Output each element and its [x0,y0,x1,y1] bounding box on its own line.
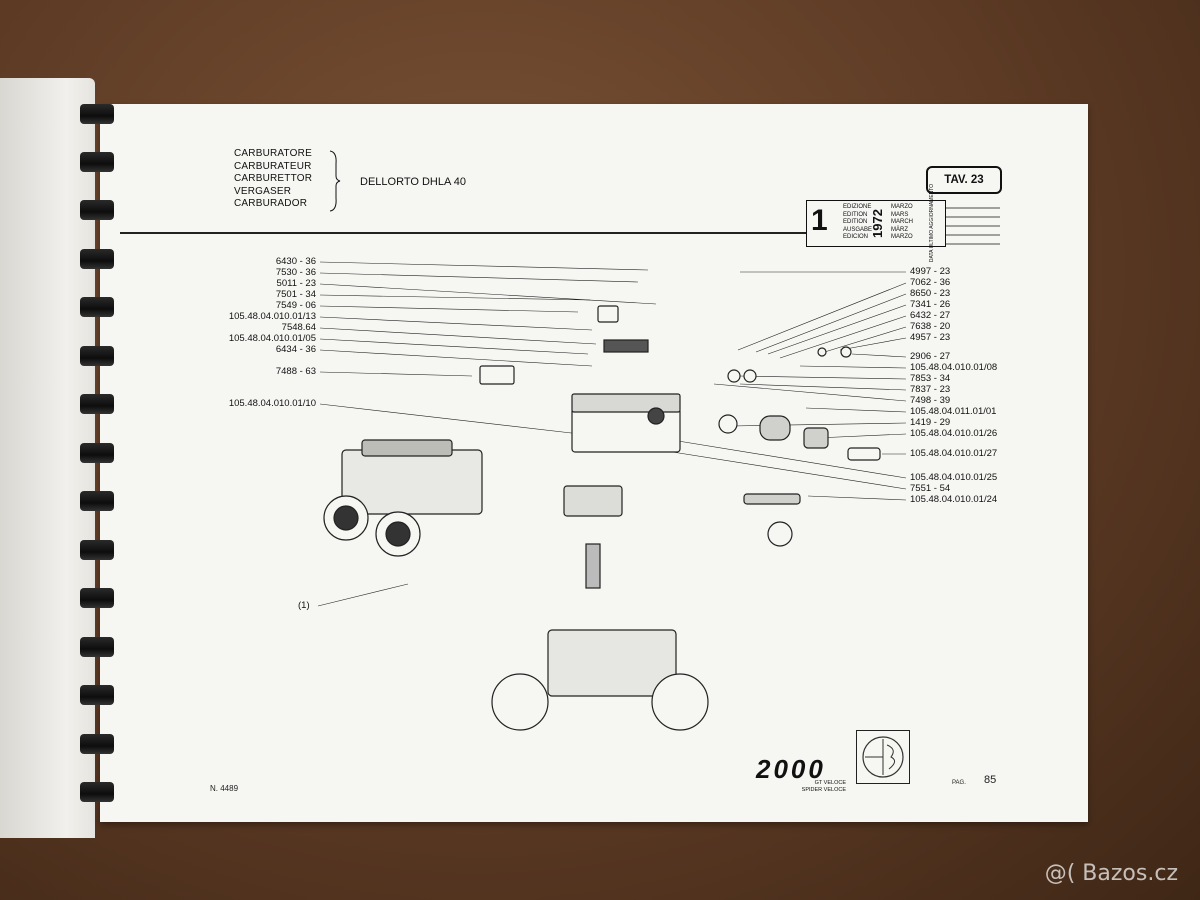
ref-label: (1) [298,600,310,611]
part-label: 7853 - 34 [910,373,951,384]
part-label: 7638 - 20 [910,321,951,332]
name-fr: CARBURATEUR [234,160,312,172]
alfa-romeo-logo-icon [856,730,910,784]
edition-label: AUSGABE [843,226,873,233]
name-es: CARBURADOR [234,198,308,209]
part-label: 105.48.04.010.01/24 [910,494,998,505]
part-label: 7498 - 39 [910,395,951,406]
part-label: 4997 - 23 [910,266,951,277]
model-title: DELLORTO DHLA 40 [360,176,466,188]
variant-spider: SPIDER VELOCE [801,787,846,793]
model-variants: GT VELOCE SPIDER VELOCE [800,780,846,794]
brace-icon [329,150,341,212]
name-de: VERGASER [234,185,292,197]
exploded-diagram [317,261,907,731]
left-page [0,78,95,838]
edition-months: MARZO MARS MARCH MÄRZ MARZO [891,204,913,242]
header-rule [120,232,806,234]
catalog-page: CARBURATORE CARBURATEUR CARBURETTOR VERG… [100,104,1088,822]
edition-month: MARZO [891,204,913,210]
part-label: 7549 - 06 [275,300,316,311]
part-label: 105.48.04.010.01/26 [910,428,998,439]
model-logo: 2000 [756,754,826,784]
edition-label: EDITION [843,219,868,226]
part-label: 8650 - 23 [910,288,951,299]
part-label: 7530 - 36 [275,267,316,278]
edition-month: MARS [891,211,909,218]
watermark: @( Bazos.cz [1044,861,1178,886]
part-label: 6434 - 36 [275,344,316,355]
table-number: TAV. 23 [926,166,1002,194]
edition-number: 1 [811,204,828,237]
part-label: 2906 - 27 [910,351,951,362]
part-label: 105.48.04.010.01/10 [228,398,316,409]
part-label: 105.48.04.011.01/01 [910,406,997,417]
name-en: CARBURETTOR [234,173,313,184]
part-label: 7548.64 [281,322,316,333]
name-it: CARBURATORE [234,148,312,159]
part-label: 105.48.04.010.01/05 [228,333,316,344]
variant-gt: GT VELOCE [814,780,846,786]
part-label: 7501 - 34 [275,289,316,300]
component-names: CARBURATORE CARBURATEUR CARBURETTOR VERG… [234,148,312,211]
part-label: 7062 - 36 [910,277,951,288]
edition-month: MARZO [891,234,913,241]
part-label: 105.48.04.010.01/13 [228,311,316,322]
part-label: 7551 - 54 [910,483,951,494]
edition-label: EDITION [843,211,868,218]
part-label: 4957 - 23 [910,332,951,343]
part-label: 1419 - 29 [910,417,951,428]
edition-label: EDICION [843,234,869,241]
edition-labels: EDIZIONE EDITION EDITION AUSGABE EDICION [843,204,872,242]
part-label: 7488 - 63 [275,366,316,377]
part-label: 105.48.04.010.01/25 [910,472,998,483]
spiral-binding [80,100,120,820]
update-lines [946,207,1000,245]
part-label: 105.48.04.010.01/27 [910,448,998,459]
part-label: 6432 - 27 [910,310,951,321]
part-label: 7837 - 23 [910,384,951,395]
page-number: 85 [984,774,997,786]
page-prefix: PAG. [952,780,966,786]
edition-month: MÄRZ [891,226,908,233]
edition-box: 1 EDIZIONE EDITION EDITION AUSGABE EDICI… [806,184,946,262]
doc-number: N. 4489 [210,784,239,793]
part-label: 105.48.04.010.01/08 [910,362,998,373]
part-label: 5011 - 23 [276,278,316,289]
edition-month: MARCH [891,219,913,226]
edition-label: EDIZIONE [843,204,872,210]
part-label: 6430 - 36 [275,256,316,267]
part-label: 7341 - 26 [910,299,951,310]
